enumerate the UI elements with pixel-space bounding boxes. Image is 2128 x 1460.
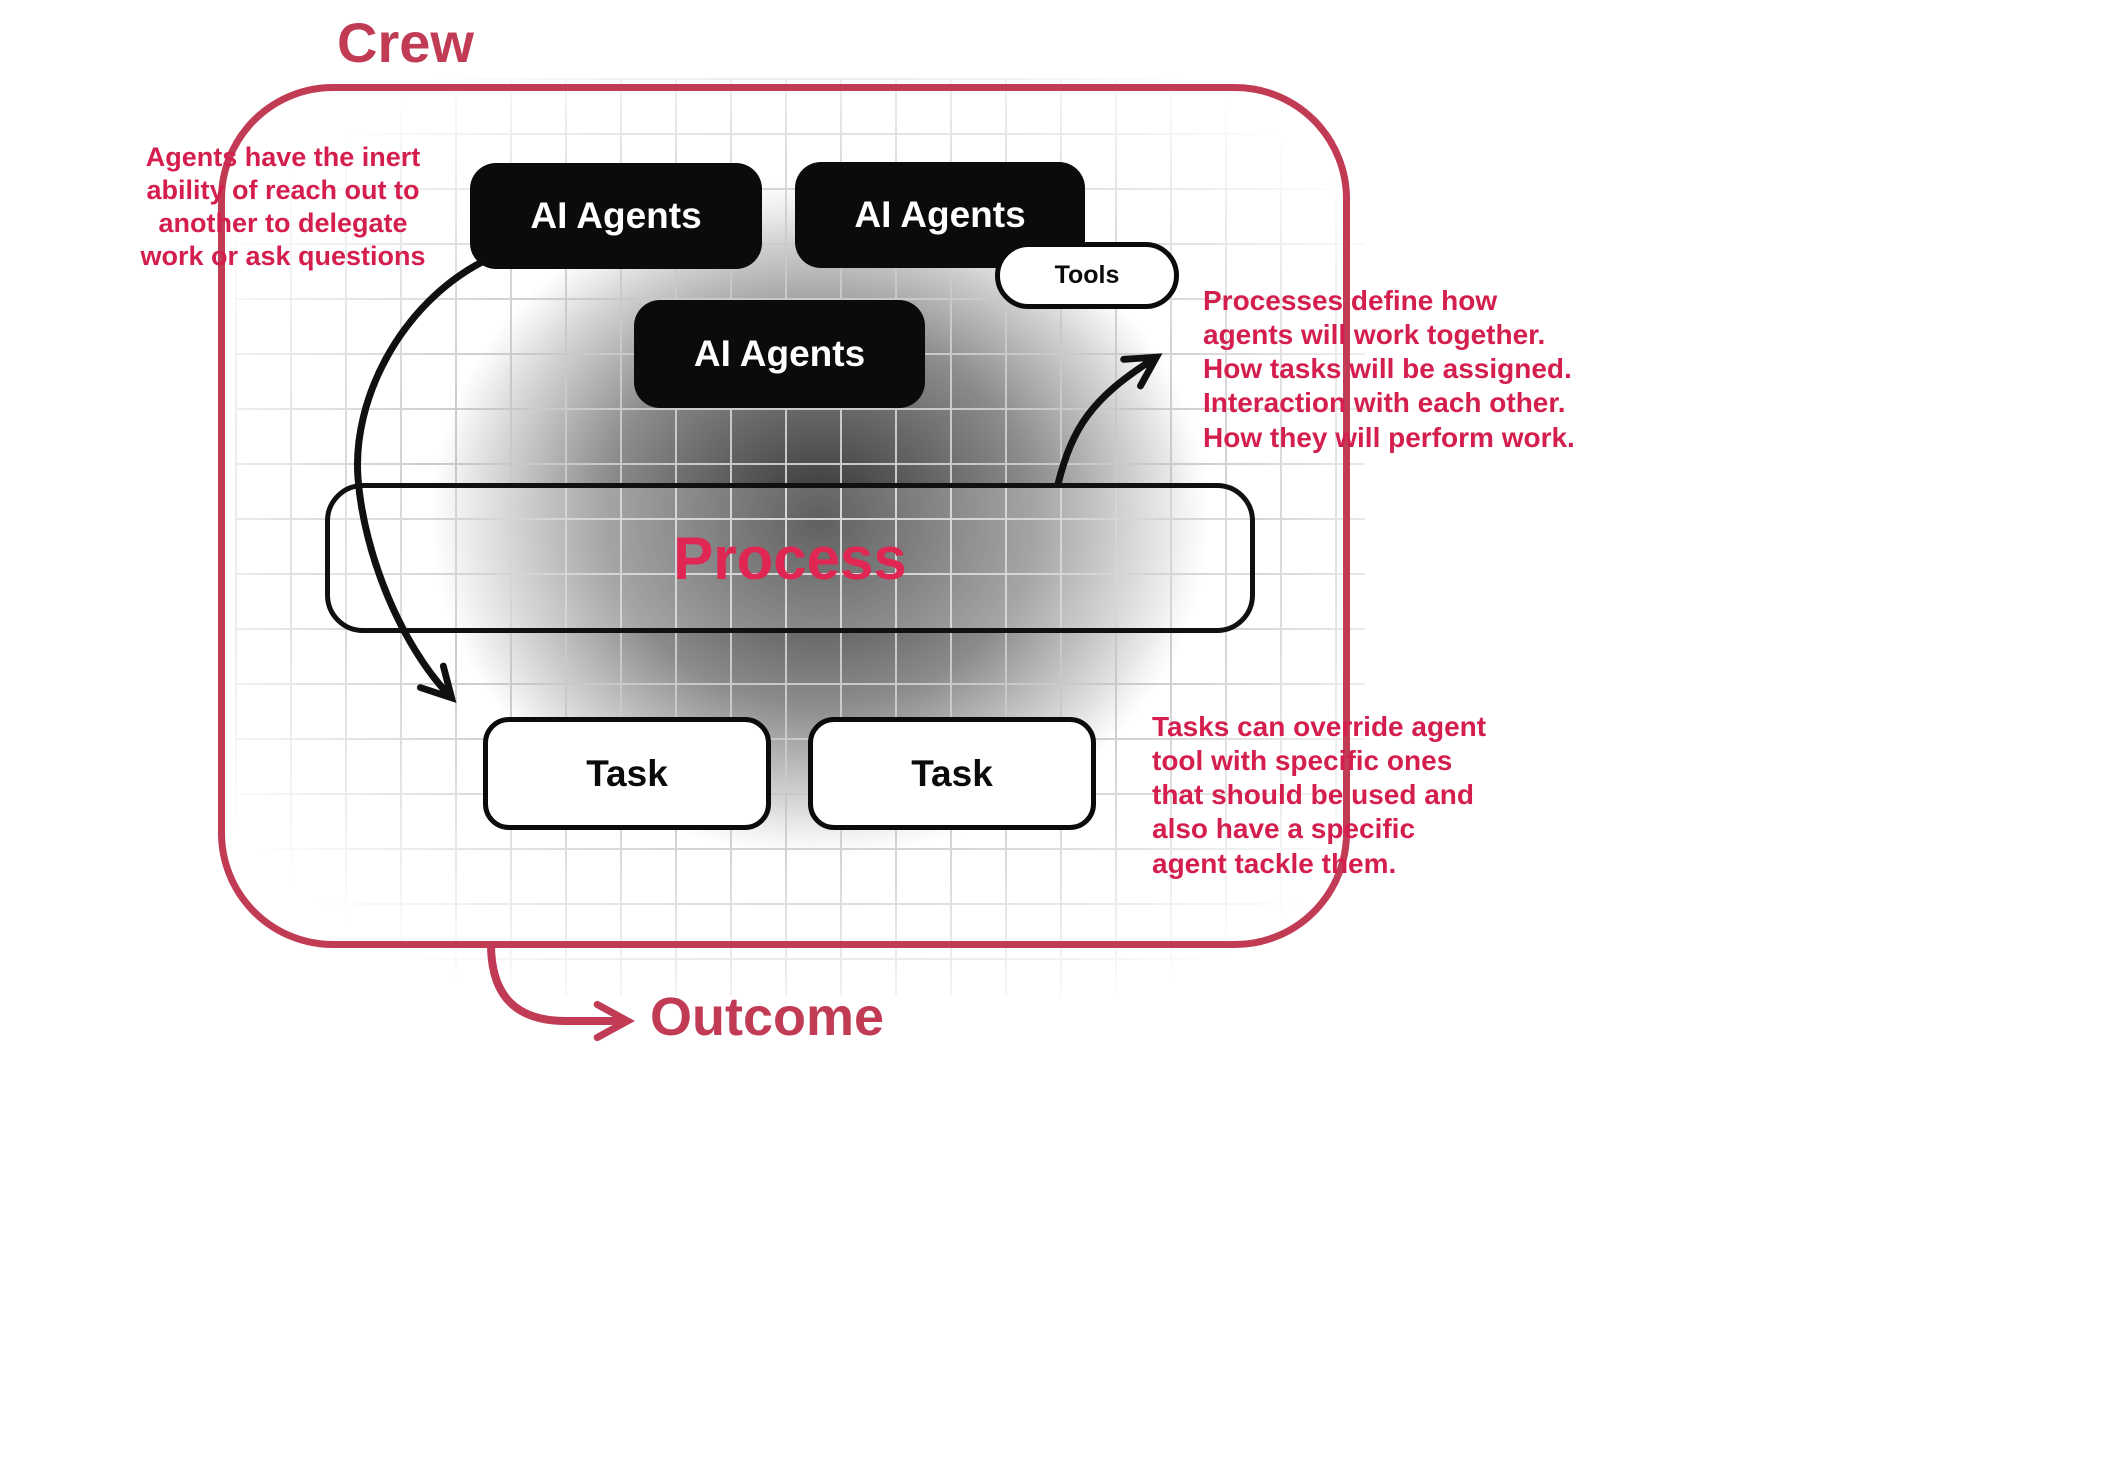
ai-agents-node-3-label: AI Agents: [693, 333, 866, 374]
crew-title: Crew: [337, 11, 474, 74]
process-definition-note: Processes define how agents will work to…: [1203, 285, 1575, 453]
task-node-2: Task: [808, 717, 1096, 830]
agents-delegation-note: Agents have the inert ability of reach o…: [140, 142, 426, 271]
process-node: Process: [325, 483, 1255, 633]
tasks-override-note: Tasks can override agent tool with speci…: [1152, 711, 1487, 879]
ai-agents-node-1: AI Agents: [470, 163, 762, 269]
outcome-title: Outcome: [650, 987, 885, 1047]
task-node-1: Task: [483, 717, 771, 830]
task-node-1-label: Task: [586, 752, 668, 794]
ai-agents-node-1-label: AI Agents: [530, 195, 702, 236]
tools-node-label: Tools: [1054, 261, 1120, 289]
ai-agents-node-3: AI Agents: [634, 300, 925, 408]
task-node-2-label: Task: [911, 752, 993, 794]
process-node-label: Process: [673, 524, 907, 592]
crew-boundary-frame: [218, 84, 1350, 948]
tools-node: Tools: [995, 242, 1179, 309]
ai-agents-node-2-label: AI Agents: [854, 194, 1026, 235]
